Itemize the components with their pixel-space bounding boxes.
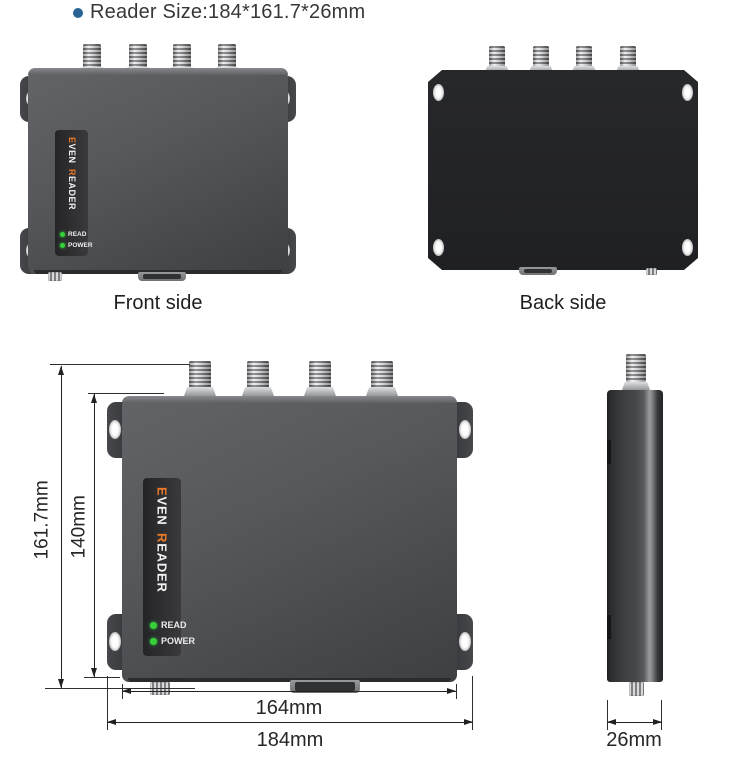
antenna-base — [366, 387, 398, 396]
back-plate — [428, 70, 698, 270]
mounting-hole — [433, 84, 444, 101]
back-caption: Back side — [519, 292, 607, 314]
dim-depth-line — [607, 719, 662, 725]
brand-accent-letter: E — [67, 137, 77, 144]
antenna-base — [242, 387, 274, 396]
led-dot-icon — [150, 621, 157, 629]
power-jack — [48, 272, 62, 281]
device-body: EVEN READER READ POWER — [28, 68, 288, 274]
antenna-connector — [247, 361, 269, 388]
extension-line — [84, 677, 120, 678]
brand-letters: EADER — [154, 542, 170, 593]
brand-text: EVEN READER — [67, 137, 77, 210]
extension-line — [88, 393, 164, 394]
antenna-connector — [309, 361, 331, 388]
antenna-connector — [533, 46, 549, 68]
led-dot-icon — [150, 637, 157, 645]
brand-accent-letter: R — [154, 532, 170, 543]
antenna-connector — [83, 44, 101, 68]
dim-total-width-label: 184mm — [256, 729, 324, 751]
dim-body-height-label: 140mm — [68, 495, 90, 559]
mounting-ear-edge — [607, 440, 611, 464]
extension-line — [456, 684, 457, 699]
front-caption: Front side — [113, 292, 203, 314]
extension-line — [661, 700, 662, 730]
front-view: EVEN READER READ POWER Front side — [20, 42, 296, 320]
brand-label-panel: EVEN READER READ POWER — [55, 130, 93, 256]
dimensioned-front-view: EVEN READER READ POWER — [107, 352, 473, 704]
power-jack — [629, 682, 644, 696]
brand-letters: EADER — [67, 175, 77, 210]
led-power: POWER — [60, 242, 93, 249]
antenna-connector — [626, 354, 646, 382]
antenna-base — [184, 387, 216, 396]
dim-total-width-line — [107, 719, 473, 725]
extension-line — [472, 676, 473, 730]
side-view — [605, 352, 665, 704]
brand-text: EVEN READER — [154, 487, 170, 593]
led-dot-icon — [60, 243, 65, 248]
antenna-connector — [576, 46, 592, 68]
mounting-hole — [682, 84, 693, 101]
mounting-hole — [459, 420, 471, 439]
antenna-base — [529, 66, 553, 72]
dim-body-height-line — [91, 394, 97, 677]
db9-connector — [519, 267, 557, 275]
dim-body-width-label: 164mm — [255, 697, 323, 719]
antenna-connector — [218, 44, 236, 68]
db9-connector — [290, 680, 360, 693]
mounting-hole — [433, 239, 444, 256]
antenna-base — [304, 387, 336, 396]
antenna-base — [616, 66, 640, 72]
extension-line — [107, 676, 108, 730]
dim-depth-label: 26mm — [606, 729, 662, 751]
antenna-base — [572, 66, 596, 72]
db9-connector — [138, 272, 186, 281]
brand-letters: VEN — [67, 143, 77, 164]
led-read: READ — [60, 231, 88, 238]
led-dot-icon — [60, 232, 65, 237]
dim-body-width-line — [122, 688, 456, 694]
antenna-base — [485, 66, 509, 72]
antenna-connector — [489, 46, 505, 68]
brand-label-panel: EVEN READER READ POWER — [143, 478, 195, 656]
dim-total-height-label: 161.7mm — [31, 480, 53, 560]
led-read: READ — [150, 620, 187, 630]
antenna-connector — [620, 46, 636, 68]
dim-total-height-line — [58, 366, 64, 688]
back-view: Back side — [428, 42, 698, 320]
mounting-ear-edge — [607, 615, 611, 639]
mounting-hole — [109, 420, 121, 439]
antenna-connector — [189, 361, 211, 388]
brand-accent-letter: E — [154, 487, 170, 497]
extension-line — [50, 364, 190, 365]
antenna-connector — [129, 44, 147, 68]
brand-letters: VEN — [154, 496, 170, 526]
mounting-hole — [109, 632, 121, 651]
extension-line — [607, 700, 608, 730]
device-body: EVEN READER READ POWER — [122, 396, 457, 682]
power-jack — [646, 268, 657, 275]
brand-accent-letter: R — [67, 168, 77, 176]
antenna-connector — [173, 44, 191, 68]
led-power: POWER — [150, 636, 195, 646]
mounting-hole — [682, 239, 693, 256]
antenna-connector — [371, 361, 393, 388]
side-body — [607, 390, 663, 682]
extension-line — [45, 688, 195, 689]
mounting-hole — [459, 632, 471, 651]
page-title: Reader Size:184*161.7*26mm — [90, 1, 366, 23]
bullet-icon — [73, 8, 83, 18]
antenna-base — [622, 382, 650, 390]
